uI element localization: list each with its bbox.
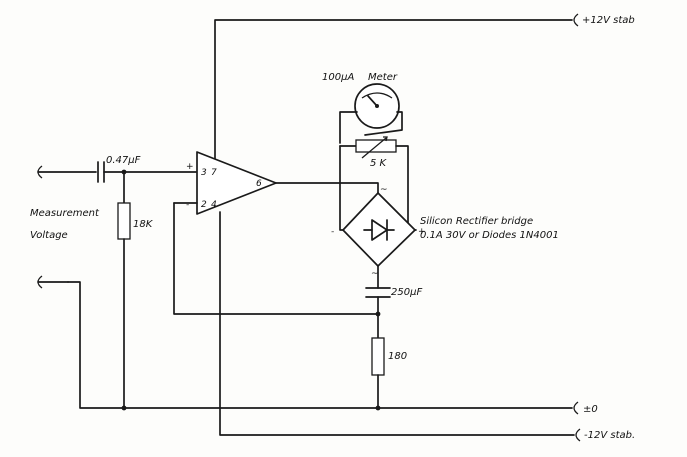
rectifier-bridge (342, 192, 416, 267)
input-capacitor-label: 0.47µF (106, 155, 141, 166)
input-terminal-top (37, 165, 97, 179)
input-terminal-bottom (37, 275, 69, 289)
filter-capacitor-label: 250µF (391, 287, 422, 298)
op-amp (173, 151, 277, 215)
opamp-pin2: 2 (201, 200, 207, 210)
meter-wiring (339, 111, 417, 231)
bridge-minus: - (331, 227, 334, 237)
ground-label: ±0 (583, 404, 598, 415)
ground-rail (67, 281, 579, 415)
pot-label: 5 K (370, 158, 388, 169)
positive-supply-rail (214, 13, 579, 161)
opamp-noninv-sign: + (186, 162, 194, 172)
opamp-pin3: 3 (201, 168, 207, 178)
feedback-wire (173, 202, 379, 315)
bridge-label-line2: 0.1A 30V or Diodes 1N4001 (420, 230, 559, 241)
opamp-pin7: 7 (211, 168, 217, 178)
meter-name-label: Meter (368, 72, 398, 83)
bridge-ac-bottom: ~ (371, 269, 379, 279)
input-resistor-label: 18K (133, 219, 154, 230)
shunt-resistor-label: 180 (388, 351, 407, 362)
meter-100ua (354, 83, 400, 129)
input-capacitor (97, 161, 197, 183)
opamp-pin4: 4 (211, 200, 217, 210)
opamp-inv-sign: - (186, 200, 189, 210)
filter-capacitor (365, 265, 391, 339)
input-resistor (117, 169, 131, 411)
bridge-label-line1: Silicon Rectifier bridge (420, 216, 533, 227)
measurement-label-line2: Voltage (30, 230, 68, 241)
bridge-ac-top: ~ (380, 185, 388, 195)
positive-supply-label: +12V stab (582, 15, 635, 26)
meter-range-label: 100µA (322, 72, 354, 83)
opamp-output-wire (275, 182, 379, 194)
negative-supply-rail (219, 211, 581, 442)
opamp-pin6: 6 (256, 179, 262, 189)
negative-supply-label: -12V stab. (584, 430, 635, 441)
measurement-label-line1: Measurement (30, 208, 100, 219)
bridge-plus: + (418, 227, 426, 237)
shunt-resistor (371, 337, 385, 411)
